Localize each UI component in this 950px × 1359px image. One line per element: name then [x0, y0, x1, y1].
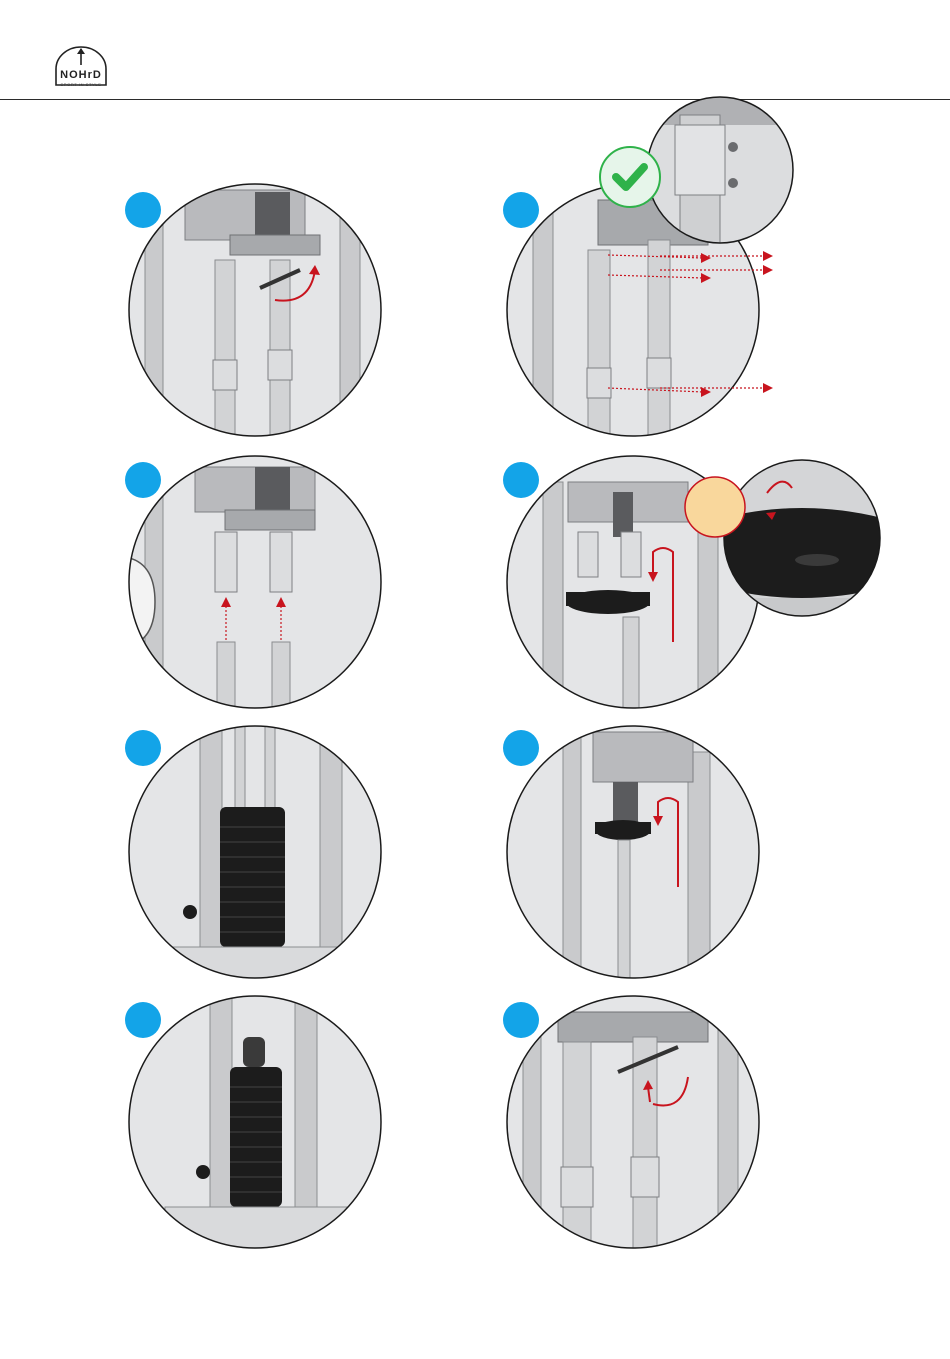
step-6-illustration [503, 722, 763, 982]
step-2-badge [503, 192, 539, 228]
step-6-badge [503, 730, 539, 766]
check-ok-icon [598, 145, 662, 209]
step-1-badge [125, 192, 161, 228]
logo-wordmark: NOHrD [50, 69, 112, 81]
step-2-extra-arrows [660, 240, 780, 400]
step-1-illustration [125, 180, 385, 440]
step-4-badge [503, 462, 539, 498]
highlight-marker-icon [683, 475, 747, 539]
step-2-zoom-detail [645, 95, 795, 245]
step-3-badge [125, 462, 161, 498]
step-3-illustration [125, 452, 385, 712]
step-5-illustration [125, 722, 385, 982]
logo-tagline: SPORT IN STYLE [50, 82, 112, 87]
brand-logo: NOHrD SPORT IN STYLE [50, 45, 112, 91]
step-8-badge [503, 1002, 539, 1038]
step-7-illustration [125, 992, 385, 1252]
step-5-badge [125, 730, 161, 766]
step-8-illustration [503, 992, 763, 1252]
step-7-badge [125, 1002, 161, 1038]
header-divider [0, 99, 950, 100]
